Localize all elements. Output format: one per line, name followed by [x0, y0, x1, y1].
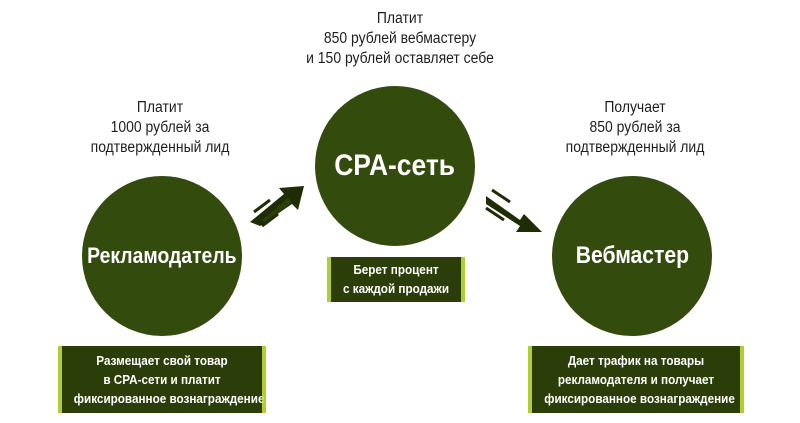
advertiser-circle: Рекламодатель	[82, 176, 242, 336]
cpa-note-line1: Берет процент	[353, 262, 439, 277]
webmaster-caption-line3: подтвержденный лид	[565, 139, 705, 156]
webmaster-caption-line2: 850 рублей за	[589, 119, 681, 136]
advertiser-note: Размещает свой товар в CPA-сети и платит…	[58, 346, 266, 413]
advertiser-caption: Платит 1000 рублей за подтвержденный лид	[88, 98, 232, 158]
webmaster-note-line2: рекламодателя и получает	[557, 372, 715, 387]
webmaster-caption-line1: Получает	[604, 99, 666, 116]
arrow-cpa-to-webmaster-icon	[485, 188, 542, 232]
webmaster-caption: Получает 850 рублей за подтвержденный ли…	[563, 98, 707, 158]
cpa-caption-line3: и 150 рублей оставляет себе	[306, 50, 494, 67]
advertiser-note-line3: фиксированное вознаграждение	[73, 391, 265, 406]
cpa-network-label: CPA-сеть	[334, 149, 456, 182]
cpa-network-caption: Платит 850 рублей вебмастеру и 150 рубле…	[283, 9, 517, 69]
advertiser-note-line2: в CPA-сети и платит	[103, 372, 221, 387]
webmaster-note-line1: Дает трафик на товары	[567, 353, 705, 368]
webmaster-label: Вебмастер	[575, 242, 689, 269]
advertiser-caption-line3: подтвержденный лид	[90, 139, 230, 156]
cpa-network-circle: CPA-сеть	[315, 86, 475, 246]
arrow-advertiser-to-cpa-icon	[250, 186, 304, 228]
advertiser-note-line1: Размещает свой товар	[96, 353, 228, 368]
advertiser-caption-line2: 1000 рублей за	[110, 119, 210, 136]
webmaster-note-line3: фиксированное вознаграждение	[544, 391, 735, 406]
cpa-caption-line2: 850 рублей вебмастеру	[323, 30, 477, 47]
advertiser-label: Рекламодатель	[87, 243, 237, 268]
advertiser-caption-line1: Платит	[136, 99, 184, 116]
webmaster-circle: Вебмастер	[552, 176, 712, 336]
cpa-note-line2: с каждой продажи	[342, 281, 450, 296]
cpa-caption-line1: Платит	[376, 10, 424, 27]
webmaster-note: Дает трафик на товары рекламодателя и по…	[528, 346, 744, 413]
cpa-network-note: Берет процент с каждой продажи	[327, 257, 465, 302]
